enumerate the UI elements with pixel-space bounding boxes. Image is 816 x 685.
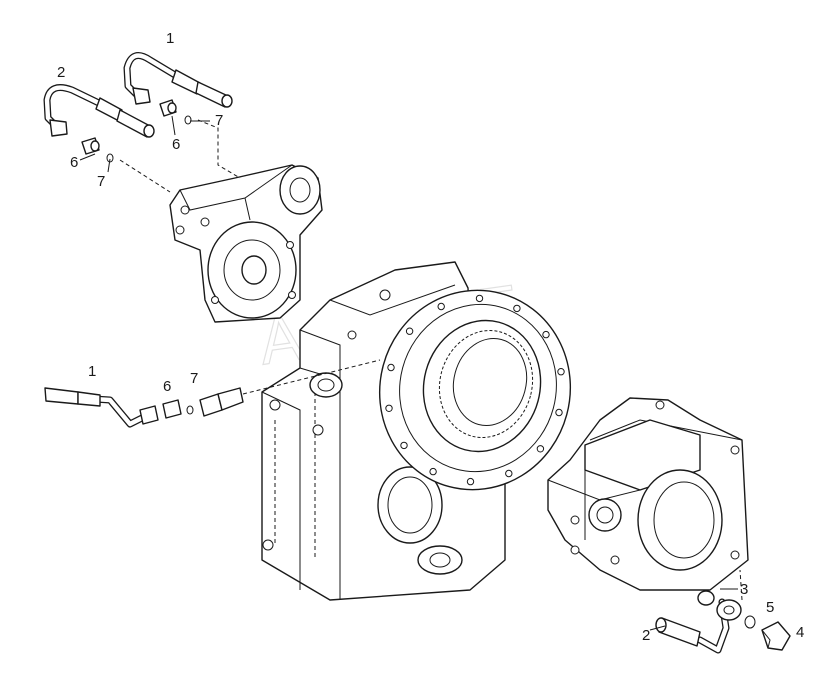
callout-labels: 1 2 6 7 6 7 1 6 7 3 5 4 2 bbox=[57, 30, 804, 644]
callout-1-top: 1 bbox=[166, 30, 174, 47]
callout-2-top: 2 bbox=[57, 64, 65, 81]
flange-bolt-hole bbox=[513, 304, 521, 313]
callout-5: 5 bbox=[766, 599, 774, 616]
flange-bolt-hole bbox=[536, 445, 545, 453]
callout-7-mid: 7 bbox=[190, 370, 198, 387]
flange-bolt-hole bbox=[466, 477, 475, 486]
valve-block bbox=[169, 164, 323, 323]
flange-bolt-hole bbox=[475, 294, 484, 303]
callout-4: 4 bbox=[796, 624, 804, 641]
callout-2-bottom: 2 bbox=[642, 627, 650, 644]
callout-7-right: 7 bbox=[215, 112, 223, 129]
callout-3: 3 bbox=[740, 581, 748, 598]
flange-bolt-hole bbox=[429, 467, 437, 476]
pipe-2-top bbox=[43, 84, 155, 138]
flange-bolt-hole bbox=[557, 368, 565, 376]
callout-7-left: 7 bbox=[97, 173, 105, 190]
pipe-1-mid bbox=[44, 387, 244, 428]
callout-6-right: 6 bbox=[172, 136, 180, 153]
callout-leaders bbox=[79, 115, 738, 631]
flange-bolt-hole bbox=[542, 330, 550, 339]
callout-6-mid: 6 bbox=[163, 378, 171, 395]
flange-bolt-hole bbox=[505, 469, 513, 478]
fittings-top bbox=[81, 99, 192, 163]
flange-bolt-hole bbox=[400, 441, 408, 450]
flange-bolt-hole bbox=[555, 408, 563, 417]
callout-1-mid: 1 bbox=[88, 363, 96, 380]
flange-bolt-hole bbox=[385, 404, 393, 412]
flange-bolt-hole bbox=[387, 363, 395, 372]
cover-housing bbox=[547, 397, 749, 591]
assembly-lines bbox=[119, 119, 743, 601]
pipe-1-top bbox=[123, 52, 233, 108]
flange-bolt-hole bbox=[405, 327, 414, 335]
flange-bolt-hole bbox=[437, 302, 445, 311]
pipe-2-bottom bbox=[655, 590, 791, 654]
callout-6-left: 6 bbox=[70, 154, 78, 171]
ring-gear-flange bbox=[378, 289, 572, 491]
